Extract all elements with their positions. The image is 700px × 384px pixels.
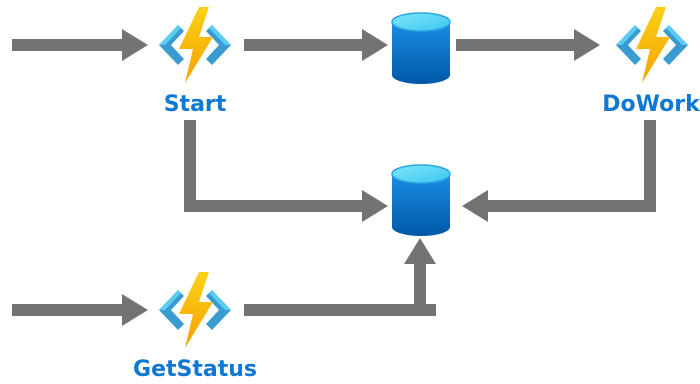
connector-arrows: [12, 29, 656, 326]
getstatus-function-icon: [159, 272, 231, 348]
queue-storage-icon: [391, 12, 451, 85]
status-storage-icon: [391, 164, 451, 237]
arrow-start-to-queue: [244, 29, 388, 61]
arrow-into-start: [12, 29, 148, 61]
arrow-start-to-status: [184, 120, 388, 222]
start-function-icon: [159, 7, 231, 83]
dowork-function-icon: [616, 7, 688, 83]
dowork-label: DoWork: [602, 92, 700, 117]
arrow-dowork-to-status: [462, 120, 656, 222]
arrow-into-getstatus: [12, 294, 148, 326]
arrow-getstatus-to-status: [244, 238, 436, 316]
getstatus-label: GetStatus: [133, 357, 257, 382]
start-label: Start: [163, 92, 227, 117]
arrow-queue-to-dowork: [456, 29, 600, 61]
